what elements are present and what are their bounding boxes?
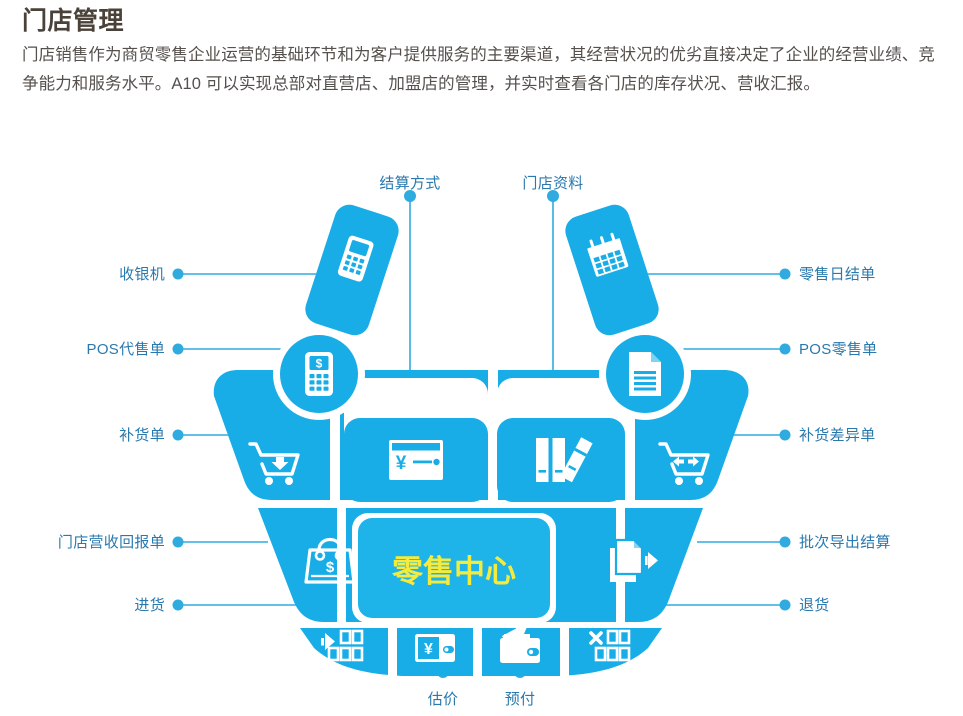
callout-label-replenishment-order[interactable]: 补货单	[119, 427, 165, 444]
callout-label-cashier[interactable]: 收银机	[119, 266, 165, 283]
callout-label-store-revenue-report[interactable]: 门店营收回报单	[57, 534, 165, 551]
tile-prepayment-wallet[interactable]	[500, 620, 540, 663]
retail-center-label: 零售中心	[392, 554, 516, 589]
page-description: 门店销售作为商贸零售企业运营的基础环节和为客户提供服务的主要渠道，其经营状况的优…	[22, 46, 935, 93]
tile-cashier-calculator[interactable]	[301, 201, 402, 339]
badge-pos-agent-order[interactable]	[273, 328, 365, 420]
callout-label-valuation[interactable]: 估价	[427, 691, 459, 708]
callout-label-replenishment-variance[interactable]: 补货差异单	[799, 427, 876, 444]
badge-pos-retail-order[interactable]	[599, 328, 691, 420]
callout-label-pos-agent-order[interactable]: POS代售单	[86, 341, 165, 358]
callout-label-batch-export-settlement[interactable]: 批次导出结算	[799, 534, 891, 551]
callout-label-settlement-method[interactable]: 结算方式	[379, 175, 441, 192]
tile-daily-settlement-calendar[interactable]	[561, 201, 662, 339]
callout-label-pos-retail-order[interactable]: POS零售单	[799, 341, 878, 358]
tile-settlement-method[interactable]	[344, 418, 488, 502]
page-header: 门店管理 门店销售作为商贸零售企业运营的基础环节和为客户提供服务的主要渠道，其经…	[22, 6, 942, 98]
tile-store-profile[interactable]	[497, 418, 625, 502]
retail-center-diagram: $	[0, 150, 963, 716]
callout-label-prepayment[interactable]: 预付	[504, 691, 536, 708]
callout-label-return-goods[interactable]: 退货	[799, 597, 830, 614]
tile-retail-center[interactable]: 零售中心	[352, 513, 556, 623]
callout-label-inbound-purchase[interactable]: 进货	[134, 597, 165, 614]
connector-dots	[172, 190, 791, 678]
callout-label-store-profile[interactable]: 门店资料	[522, 175, 584, 192]
callout-label-daily-settlement[interactable]: 零售日结单	[799, 266, 876, 283]
page-title: 门店管理	[22, 7, 125, 35]
diagram-canvas: $	[172, 190, 791, 680]
tile-valuation-wallet[interactable]	[415, 634, 455, 662]
